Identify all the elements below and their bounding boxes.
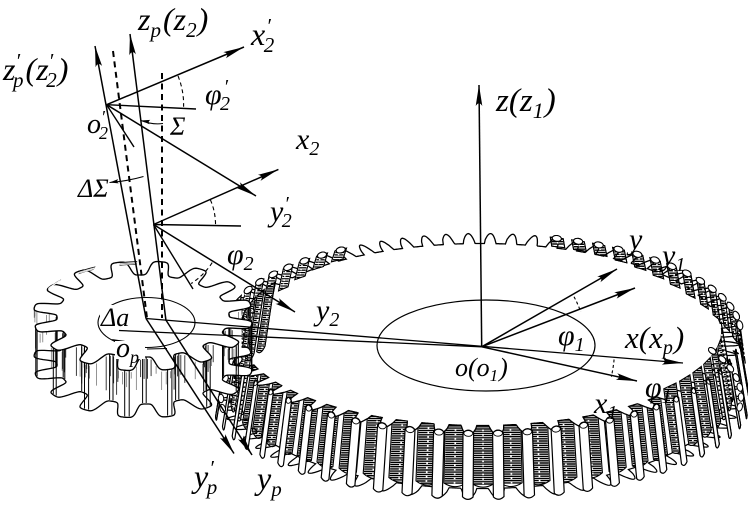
svg-text:o′2: o′2 bbox=[87, 107, 108, 143]
svg-text:yp: yp bbox=[254, 460, 282, 501]
svg-text:z′p(z′2): z′p(z′2) bbox=[2, 49, 68, 92]
svg-text:y′2: y′2 bbox=[267, 193, 292, 232]
svg-text:φ2: φ2 bbox=[227, 238, 254, 275]
svg-text:o(o1): o(o1) bbox=[455, 353, 508, 385]
svg-text:ΔΣ: ΔΣ bbox=[77, 174, 109, 203]
svg-text:x2: x2 bbox=[295, 123, 319, 160]
svg-text:y: y bbox=[626, 223, 643, 256]
svg-text:y1: y1 bbox=[659, 239, 685, 276]
svg-text:z(z1): z(z1) bbox=[495, 83, 556, 123]
svg-text:Σ: Σ bbox=[169, 112, 186, 141]
svg-text:zp(z2): zp(z2) bbox=[137, 1, 208, 42]
svg-text:y2: y2 bbox=[313, 294, 339, 331]
svg-text:Δa: Δa bbox=[100, 303, 129, 332]
svg-text:y′p: y′p bbox=[191, 456, 217, 499]
svg-text:φ′2: φ′2 bbox=[205, 76, 230, 115]
svg-text:x′2: x′2 bbox=[250, 14, 275, 57]
svg-text:φ1: φ1 bbox=[558, 319, 585, 356]
svg-text:x1: x1 bbox=[593, 387, 617, 424]
svg-text:op: op bbox=[116, 333, 139, 367]
svg-text:φ1: φ1 bbox=[645, 371, 672, 408]
svg-text:x(xp): x(xp) bbox=[624, 320, 684, 359]
